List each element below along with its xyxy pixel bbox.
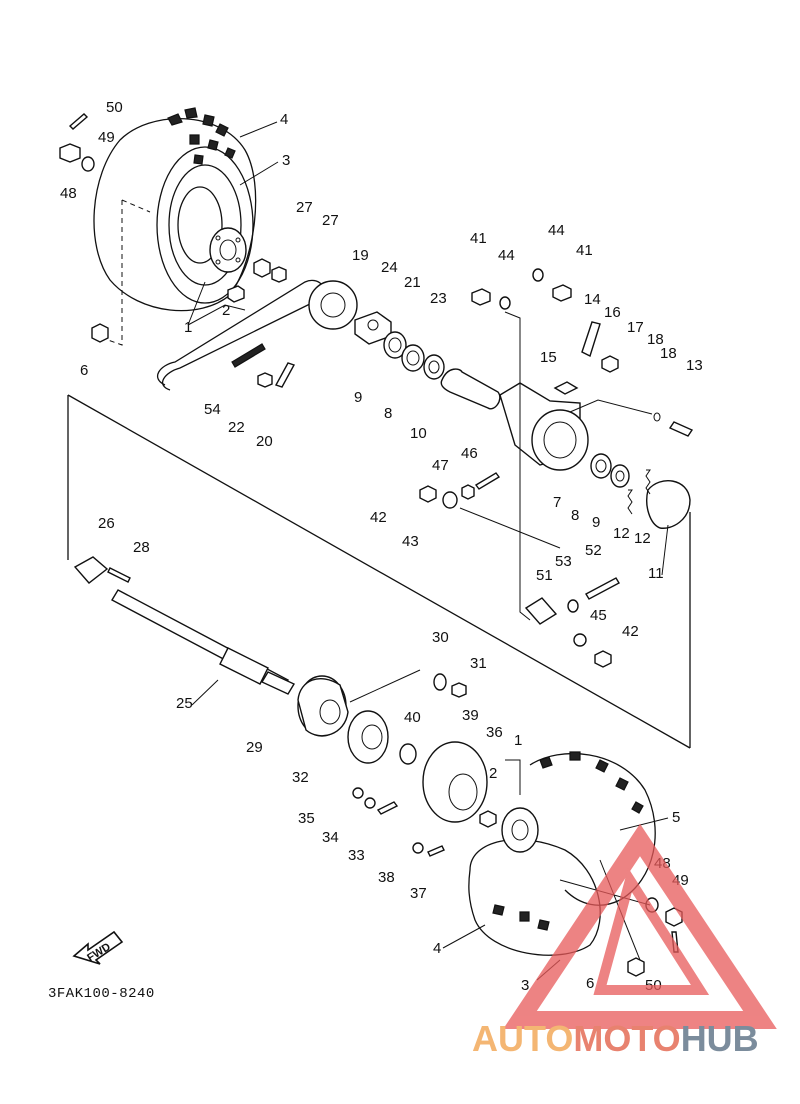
callout-15: 15: [540, 349, 557, 366]
callout-44b: 44: [548, 222, 565, 239]
callout-52: 52: [585, 542, 602, 559]
callout-5: 5: [672, 809, 680, 826]
callout-19: 19: [352, 247, 369, 264]
watermark-part-hub: HUB: [680, 1018, 759, 1059]
callout-42a: 42: [370, 509, 387, 526]
callout-34: 34: [322, 829, 339, 846]
chain-sprocket: [156, 279, 501, 410]
callout-28: 28: [133, 539, 150, 556]
callout-4b: 4: [433, 940, 441, 957]
callout-42b: 42: [622, 623, 639, 640]
callout-22: 22: [228, 419, 245, 436]
callout-11: 11: [648, 565, 664, 582]
callout-41b: 41: [576, 242, 593, 259]
callout-53: 53: [555, 553, 572, 570]
watermark-part-auto: AUTO: [472, 1018, 574, 1059]
callout-23: 23: [430, 290, 447, 307]
callout-24: 24: [381, 259, 398, 276]
axle-housing: [419, 268, 694, 621]
callout-8b: 8: [571, 507, 579, 524]
callout-38: 38: [378, 869, 395, 886]
callout-8: 8: [384, 405, 392, 422]
callout-26: 26: [98, 515, 115, 532]
callout-3: 3: [282, 152, 290, 169]
callout-2: 2: [222, 302, 230, 319]
callout-20: 20: [256, 433, 273, 450]
callout-1b: 1: [514, 732, 522, 749]
callout-1: 1: [184, 319, 192, 336]
callout-27b: 27: [322, 212, 339, 229]
callout-45: 45: [590, 607, 607, 624]
callout-12b: 12: [634, 530, 651, 547]
callout-43: 43: [402, 533, 419, 550]
drawing-code: 3FAK100-8240: [48, 986, 155, 1002]
watermark-text: AUTOMOTOHUB: [472, 1018, 759, 1060]
callout-6: 6: [80, 362, 88, 379]
callout-31: 31: [470, 655, 487, 672]
callout-25: 25: [176, 695, 193, 712]
callout-50: 50: [106, 99, 123, 116]
callout-21: 21: [404, 274, 421, 291]
callout-12a: 12: [613, 525, 630, 542]
upper-wheel: [59, 107, 287, 346]
callout-41a: 41: [470, 230, 487, 247]
callout-9b: 9: [592, 514, 600, 531]
callout-47: 47: [432, 457, 449, 474]
callout-2b: 2: [489, 765, 497, 782]
callout-39: 39: [462, 707, 479, 724]
callout-48: 48: [60, 185, 77, 202]
callout-36: 36: [486, 724, 503, 741]
callout-51: 51: [536, 567, 553, 584]
callout-27a: 27: [296, 199, 313, 216]
callout-30: 30: [432, 629, 449, 646]
callout-16: 16: [604, 304, 621, 321]
callout-9: 9: [354, 389, 362, 406]
callout-49: 49: [98, 129, 115, 146]
callout-54: 54: [204, 401, 221, 418]
callout-29: 29: [246, 739, 263, 756]
callout-4: 4: [280, 111, 288, 128]
brake-drum-set: [297, 669, 488, 857]
watermark-part-moto: MOTO: [573, 1018, 681, 1059]
callout-7: 7: [553, 494, 561, 511]
caliper-parts: [524, 577, 620, 668]
callout-37: 37: [410, 885, 427, 902]
callout-40: 40: [404, 709, 421, 726]
callout-33: 33: [348, 847, 365, 864]
callout-3b: 3: [521, 977, 529, 994]
callout-6b: 6: [586, 975, 594, 992]
fwd-arrow: FWD: [70, 926, 126, 971]
leader-lines: [191, 121, 669, 981]
callout-18a: 18: [647, 331, 664, 348]
callout-labels: 50 49 48 4 3 27 27 2 1 6 19 24 21 23 9 8…: [60, 99, 703, 994]
watermark-logo: [503, 823, 777, 1029]
callout-13: 13: [686, 357, 703, 374]
rear-axle: [67, 394, 691, 749]
callout-44a: 44: [498, 247, 515, 264]
callout-18b: 18: [660, 345, 677, 362]
callout-46: 46: [461, 445, 478, 462]
callout-10: 10: [410, 425, 427, 442]
callout-17: 17: [627, 319, 644, 336]
callout-35: 35: [298, 810, 315, 827]
callout-32: 32: [292, 769, 309, 786]
callout-14: 14: [584, 291, 601, 308]
